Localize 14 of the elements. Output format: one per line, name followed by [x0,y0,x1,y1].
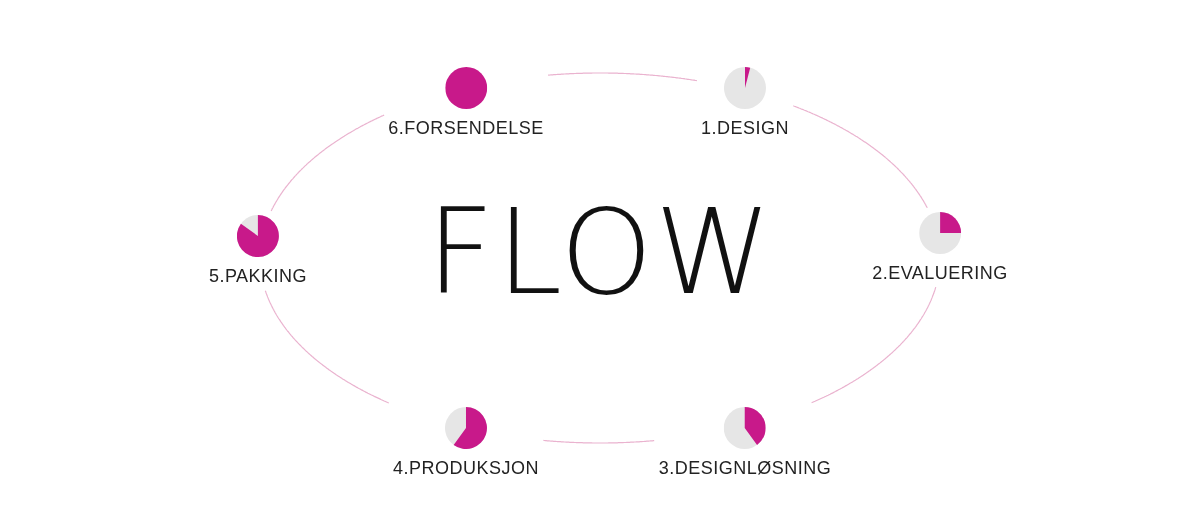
stage-label: 6.FORSENDELSE [388,118,544,138]
stage-label: 4.PRODUKSJON [393,458,539,478]
stage-label: 3.DESIGNLØSNING [658,458,832,478]
connector-line [547,72,698,82]
connector-line [542,439,655,444]
stage-label: 5.PAKKING [208,266,308,286]
stage-node [658,407,832,478]
connector-line [270,114,385,212]
stage-label: 2.EVALUERING [872,263,1008,283]
connector-line [792,105,928,209]
stage-label: 1.DESIGN [701,118,789,138]
connector-line [811,286,937,404]
title: FLOW [426,190,774,315]
connector-line [264,290,390,404]
